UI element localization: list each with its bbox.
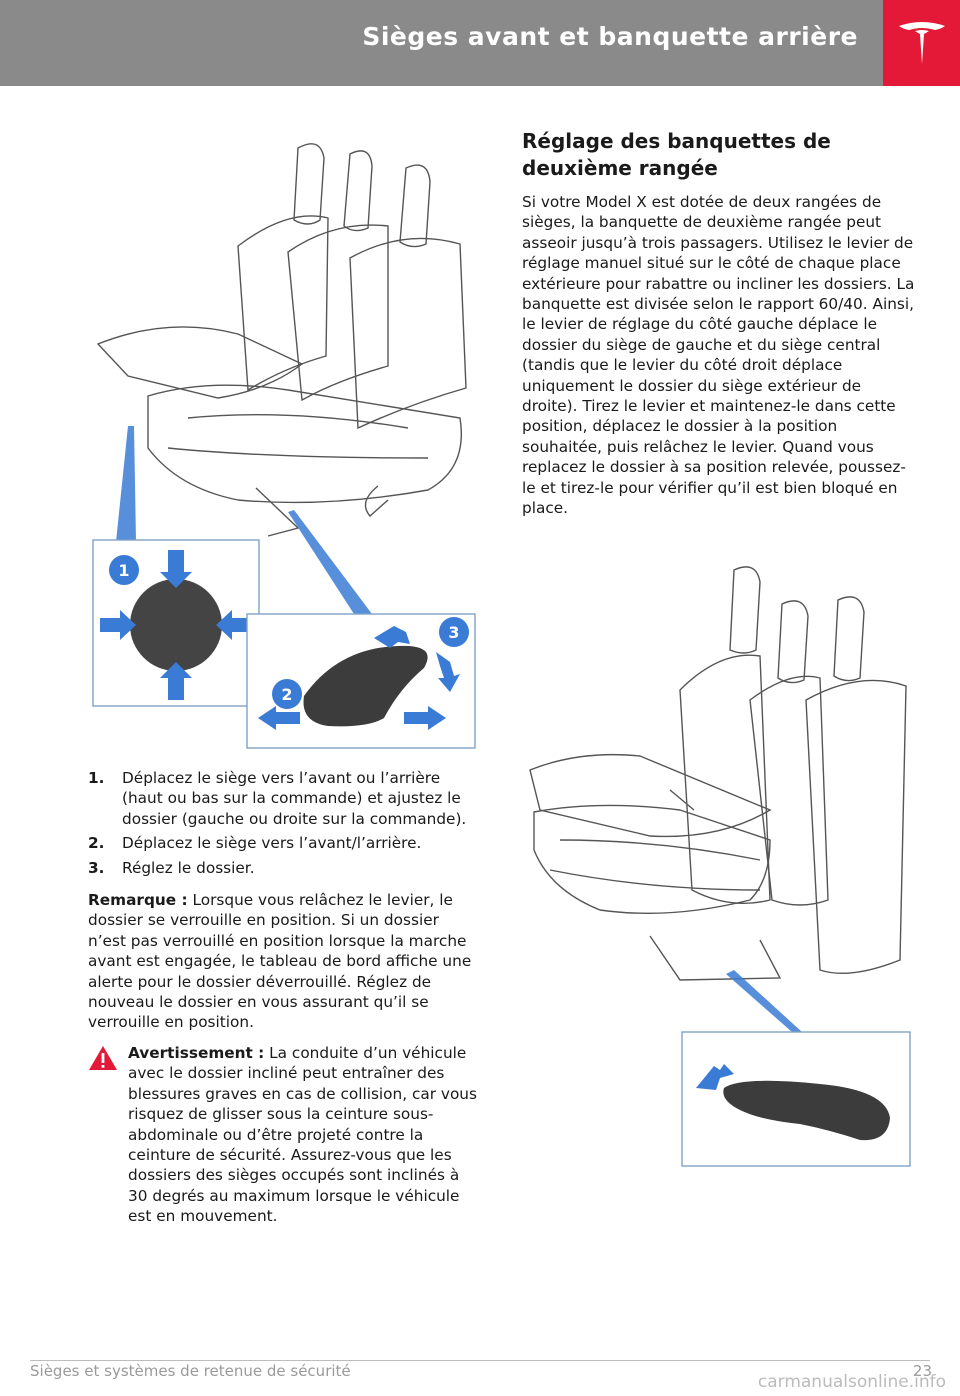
page-header: Sièges avant et banquette arrière [0, 0, 960, 86]
footer-section-title: Sièges et systèmes de retenue de sécurit… [30, 1362, 351, 1380]
front-seat-figure: 1 2 3 [88, 128, 480, 756]
footer-divider [30, 1360, 930, 1361]
list-item: 1. Déplacez le siège vers l’avant ou l’a… [88, 769, 467, 828]
section-paragraph: Si votre Model X est dotée de deux rangé… [522, 193, 915, 518]
tesla-logo [883, 0, 960, 86]
callout-2: 2 [281, 685, 292, 704]
warning-label: Avertissement : [128, 1043, 265, 1062]
list-item: 2. Déplacez le siège vers l’avant/l’arri… [88, 834, 422, 853]
page-number: 23 [912, 1362, 932, 1380]
rear-seat-figure [520, 560, 920, 1172]
watermark: carmanualsonline.info [757, 1372, 946, 1392]
callout-1: 1 [118, 561, 129, 580]
page-title: Sièges avant et banquette arrière [362, 22, 858, 51]
left-column: 1. Déplacez le siège vers l’avant ou l’a… [88, 768, 480, 1227]
step-list: 1. Déplacez le siège vers l’avant ou l’a… [88, 768, 480, 878]
warning-icon [89, 1045, 117, 1070]
note-paragraph: Remarque : Lorsque vous relâchez le levi… [88, 891, 472, 1032]
callout-3: 3 [448, 623, 459, 642]
warning-block: Avertissement : La conduite d’un véhicul… [88, 1043, 480, 1227]
section-heading: Réglage des banquettes de deuxième rangé… [522, 129, 831, 180]
note-label: Remarque : [88, 891, 188, 910]
right-column: Réglage des banquettes de deuxième rangé… [522, 128, 918, 519]
list-item: 3. Réglez le dossier. [88, 858, 255, 877]
tesla-logo-icon [899, 22, 945, 64]
